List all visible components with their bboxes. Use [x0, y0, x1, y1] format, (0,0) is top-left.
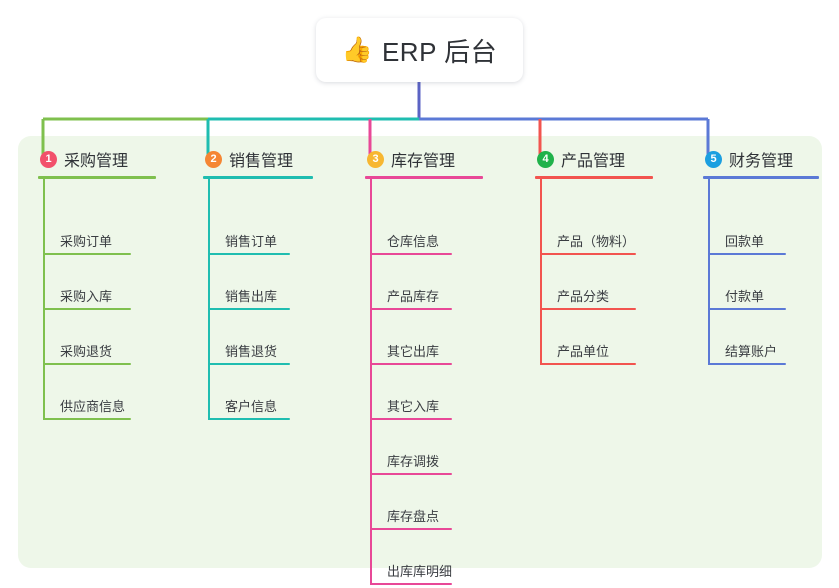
branch-item-underline [43, 253, 131, 255]
branch-item[interactable]: 销售出库 [208, 264, 290, 310]
branch-item-underline [708, 253, 786, 255]
branch-header-underline [365, 176, 483, 179]
branch-header-5[interactable]: 5 财务管理 [705, 147, 793, 171]
branch-item[interactable]: 产品单位 [540, 319, 636, 365]
branch-item[interactable]: 销售订单 [208, 209, 290, 255]
root-node[interactable]: 👍 ERP 后台 [316, 18, 523, 82]
branch-title: 销售管理 [229, 153, 294, 170]
branch-item-underline [370, 583, 452, 585]
branch-item-underline [540, 308, 636, 310]
branch-item-label: 仓库信息 [387, 234, 440, 249]
thumbs-up-icon: 👍 [341, 35, 373, 64]
branch-item[interactable]: 其它入库 [370, 374, 452, 420]
branch-header-underline [703, 176, 819, 179]
branch-item-label: 产品单位 [557, 344, 610, 359]
branch-item[interactable]: 结算账户 [708, 319, 786, 365]
branch-item-underline [708, 308, 786, 310]
branch-item-underline [540, 253, 636, 255]
branch-item-label: 出库库明细 [387, 564, 453, 579]
branch-item-label: 回款单 [725, 234, 765, 249]
branch-item[interactable]: 产品分类 [540, 264, 636, 310]
branch-item-label: 结算账户 [725, 344, 778, 359]
branch-item-underline [370, 253, 452, 255]
branch-item-underline [208, 363, 290, 365]
branch-item[interactable]: 供应商信息 [43, 374, 131, 420]
branch-title: 财务管理 [729, 153, 794, 170]
branch-item-underline [208, 418, 290, 420]
branch-item-underline [208, 253, 290, 255]
branch-item-label: 销售订单 [225, 234, 278, 249]
branch-item-underline [370, 473, 452, 475]
branch-item-label: 付款单 [725, 289, 765, 304]
branch-title: 产品管理 [561, 153, 626, 170]
branch-header-2[interactable]: 2 销售管理 [205, 147, 293, 171]
branch-item-underline [708, 363, 786, 365]
branch-header-3[interactable]: 3 库存管理 [367, 147, 455, 171]
branch-item-label: 供应商信息 [60, 399, 126, 414]
branch-item[interactable]: 产品（物料） [540, 209, 636, 255]
branch-item[interactable]: 采购入库 [43, 264, 131, 310]
branch-spine [708, 179, 710, 365]
branch-item[interactable]: 仓库信息 [370, 209, 452, 255]
branch-item-underline [370, 308, 452, 310]
branch-spine [540, 179, 542, 365]
branch-item[interactable]: 客户信息 [208, 374, 290, 420]
branch-item-underline [540, 363, 636, 365]
branch-header-underline [203, 176, 313, 179]
branch-item-underline [370, 418, 452, 420]
branch-item[interactable]: 库存盘点 [370, 484, 452, 530]
branch-item-underline [370, 363, 452, 365]
branch-item-label: 采购退货 [60, 344, 113, 359]
branch-item-underline [43, 418, 131, 420]
branch-spine [43, 179, 45, 420]
branch-item-underline [208, 308, 290, 310]
branch-header-4[interactable]: 4 产品管理 [537, 147, 625, 171]
branch-item-label: 销售出库 [225, 289, 278, 304]
branch-item-underline [370, 528, 452, 530]
branch-header-underline [535, 176, 653, 179]
root-node-content: 👍 ERP 后台 [342, 32, 497, 69]
branch-item[interactable]: 出库库明细 [370, 539, 452, 585]
branch-item-label: 客户信息 [225, 399, 278, 414]
branch-item[interactable]: 回款单 [708, 209, 786, 255]
branch-title: 采购管理 [64, 153, 129, 170]
branch-item-label: 其它出库 [387, 344, 440, 359]
branch-item[interactable]: 其它出库 [370, 319, 452, 365]
branch-spine [208, 179, 210, 420]
root-node-title: ERP 后台 [381, 36, 498, 67]
branch-spine [370, 179, 372, 585]
branch-header-underline [38, 176, 156, 179]
branch-number-badge: 1 [40, 150, 57, 168]
branch-item-label: 产品库存 [387, 289, 440, 304]
branch-title: 库存管理 [391, 153, 456, 170]
branch-item-label: 采购入库 [60, 289, 113, 304]
branch-item[interactable]: 付款单 [708, 264, 786, 310]
branch-number-badge: 5 [705, 150, 722, 168]
branch-number-badge: 4 [537, 150, 554, 168]
branch-item-label: 采购订单 [60, 234, 113, 249]
branch-item-underline [43, 363, 131, 365]
branch-item-label: 库存调拨 [387, 454, 440, 469]
branch-item-label: 库存盘点 [387, 509, 440, 524]
branch-item[interactable]: 采购退货 [43, 319, 131, 365]
branch-item-underline [43, 308, 131, 310]
branch-number-badge: 3 [367, 150, 384, 168]
branch-item-label: 产品（物料） [557, 234, 636, 249]
branch-item[interactable]: 库存调拨 [370, 429, 452, 475]
branch-header-1[interactable]: 1 采购管理 [40, 147, 128, 171]
mindmap-background-panel [18, 136, 822, 568]
branch-number-badge: 2 [205, 150, 222, 168]
branch-item-label: 产品分类 [557, 289, 610, 304]
branch-item[interactable]: 采购订单 [43, 209, 131, 255]
branch-item[interactable]: 产品库存 [370, 264, 452, 310]
branch-item[interactable]: 销售退货 [208, 319, 290, 365]
branch-item-label: 其它入库 [387, 399, 440, 414]
branch-item-label: 销售退货 [225, 344, 278, 359]
